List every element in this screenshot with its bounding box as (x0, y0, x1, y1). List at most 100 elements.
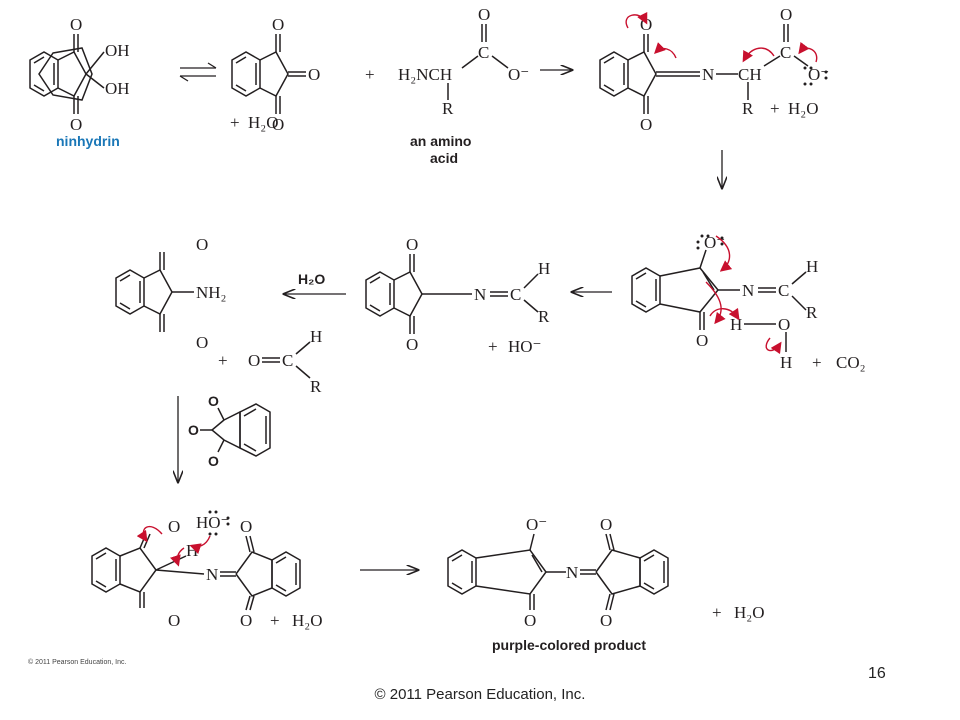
atom-C: C (778, 281, 789, 300)
atom-O: O (406, 335, 418, 354)
atom-O: O (240, 517, 252, 536)
atom-O: O (272, 115, 284, 134)
electron-arrow (765, 337, 782, 355)
carboxylate-O: O⁻ (808, 65, 829, 84)
small-copyright: © 2011 Pearson Education, Inc. (28, 658, 126, 666)
benzene-ring-icon (38, 47, 93, 101)
atom-O: O (780, 5, 792, 24)
atom-OH: OH (105, 41, 130, 60)
atom-O: O (778, 315, 790, 334)
carbon-dioxide: CO₂ (836, 353, 866, 372)
electron-arrow (136, 525, 163, 543)
atom-CH: CH (738, 65, 762, 84)
amino-acid-label: acid (430, 150, 458, 166)
equilibrium-arrow (179, 62, 217, 82)
amine-structure (115, 252, 194, 332)
atom-O: O (696, 331, 708, 350)
atom-O: O (70, 115, 82, 134)
plus-sign: + (812, 353, 822, 372)
reagent-water: H₂O (298, 271, 325, 287)
atom-H: H (730, 315, 742, 334)
electron-arrow (715, 235, 733, 272)
atom-C: C (780, 43, 791, 62)
atom-O: O (208, 393, 219, 409)
water: H₂O (788, 99, 818, 118)
atom-O: O (240, 611, 252, 630)
electron-arrow (625, 11, 648, 29)
electron-arrow (170, 547, 185, 567)
atom-O: O (208, 453, 219, 469)
reaction-scheme: O O OH OH ninhydrin O O O + H₂O + H₂NCH … (28, 5, 866, 666)
atom-O: O (308, 65, 320, 84)
amine-group: NH₂ (196, 283, 226, 302)
atom-O: O (168, 517, 180, 536)
atom-OH: OH (105, 79, 130, 98)
imine-intermediate-structure (599, 24, 809, 114)
electron-arrow (798, 41, 818, 63)
atom-O: O (640, 115, 652, 134)
atom-N: N (206, 565, 218, 584)
atom-R: R (538, 307, 550, 326)
ninhydrin-structure (29, 34, 105, 114)
electron-arrow (654, 42, 677, 59)
atom-H: H (538, 259, 550, 278)
plus-sign: + (270, 611, 280, 630)
atom-N: N (474, 285, 486, 304)
atom-R: R (806, 303, 818, 322)
atom-O: O (188, 422, 199, 438)
triketone-structure (231, 34, 306, 114)
atom-O: O (70, 15, 82, 34)
atom-O: O (406, 235, 418, 254)
copyright-footer: © 2011 Pearson Education, Inc. (374, 686, 586, 703)
amino-acid-label: an amino (410, 133, 471, 149)
atom-R: R (742, 99, 754, 118)
plus-sign: + (770, 99, 780, 118)
plus-sign: + (230, 113, 240, 132)
plus-sign: + (218, 351, 228, 370)
atom-O: O (196, 235, 208, 254)
enolate-structure (631, 249, 807, 352)
enolate-O: O⁻ (704, 233, 725, 252)
amine-group: H₂NCH (398, 65, 452, 84)
electron-arrow (709, 307, 740, 321)
atom-R: R (310, 377, 322, 396)
atom-O: O (600, 611, 612, 630)
atom-N: N (566, 563, 578, 582)
atom-H: H (806, 257, 818, 276)
purple-product-structure (447, 533, 669, 611)
enolate-O: O⁻ (526, 515, 547, 534)
atom-C: C (478, 43, 489, 62)
hydroxide: HO⁻ (508, 337, 542, 356)
water: H₂O (734, 603, 764, 622)
imine-structure (365, 254, 539, 334)
atom-O: O (248, 351, 260, 370)
plus-sign: + (365, 65, 375, 84)
carboxylate-O: O⁻ (508, 65, 529, 84)
water: H₂O (292, 611, 322, 630)
atom-O: O (600, 515, 612, 534)
atom-C: C (282, 351, 293, 370)
electron-arrow (189, 535, 211, 554)
product-label: purple-colored product (492, 637, 646, 653)
atom-O: O (168, 611, 180, 630)
electron-arrow (705, 281, 726, 325)
atom-C: C (510, 285, 521, 304)
triketone-reagent (200, 403, 271, 457)
atom-O: O (196, 333, 208, 352)
ninhydrin-label: ninhydrin (56, 133, 120, 149)
atom-R: R (442, 99, 454, 118)
atom-O: O (478, 5, 490, 24)
page-number: 16 (868, 665, 886, 682)
atom-O: O (272, 15, 284, 34)
atom-H: H (780, 353, 792, 372)
atom-H: H (186, 541, 198, 560)
atom-O: O (524, 611, 536, 630)
atom-N: N (702, 65, 714, 84)
plus-sign: + (488, 337, 498, 356)
plus-sign: + (712, 603, 722, 622)
water: H₂O (248, 113, 278, 132)
atom-H: H (310, 327, 322, 346)
hydroxide: HO⁻ (196, 513, 230, 532)
atom-N: N (742, 281, 754, 300)
electron-arrow (742, 47, 775, 63)
